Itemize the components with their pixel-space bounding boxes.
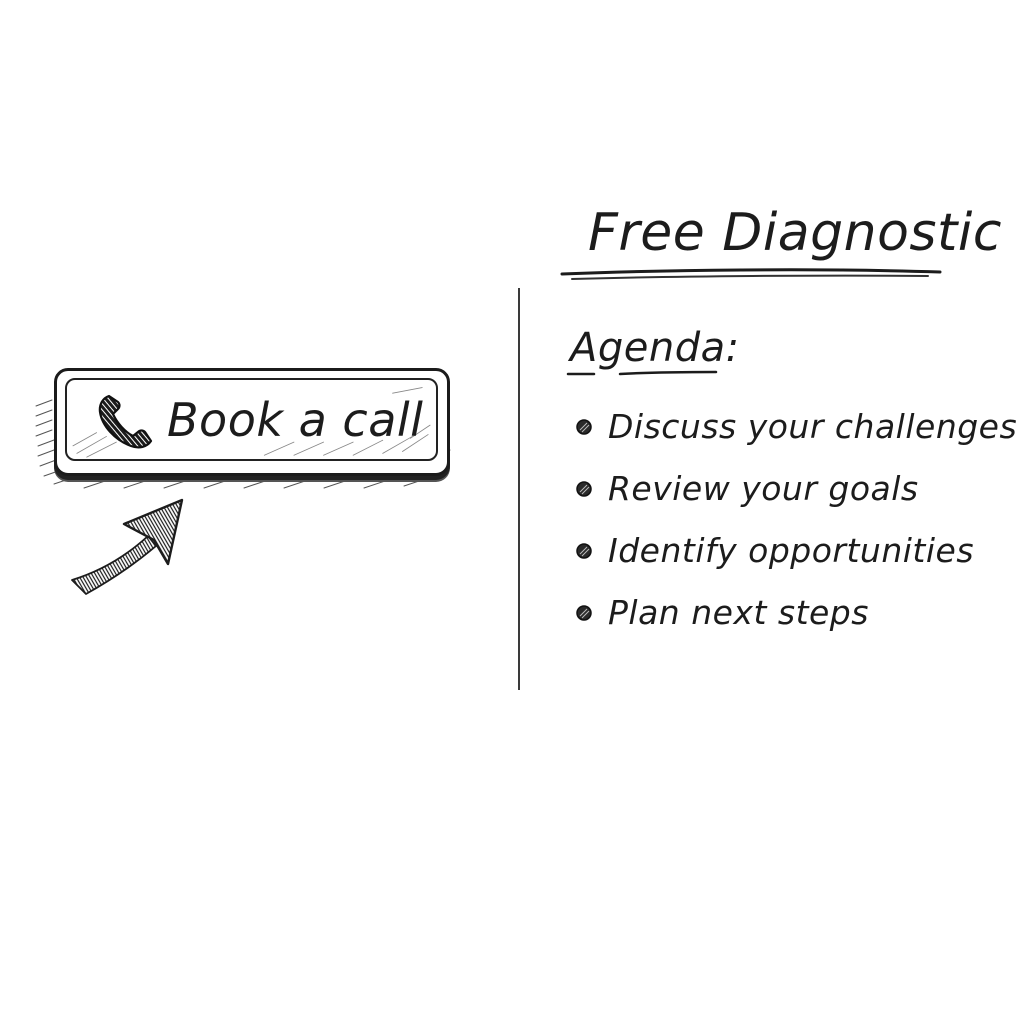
title-underline xyxy=(560,268,942,280)
inner-hatching xyxy=(72,387,431,458)
button-hatching xyxy=(35,399,451,489)
agenda-heading: Agenda: xyxy=(570,325,740,371)
arrow-icon xyxy=(71,498,184,595)
agenda-item: Review your goals xyxy=(574,458,1017,520)
book-a-call-button[interactable]: Book a call xyxy=(54,368,450,476)
vertical-divider xyxy=(518,288,520,690)
button-inner-border: Book a call xyxy=(65,378,438,461)
agenda-underline xyxy=(566,370,718,376)
agenda-item-label: Plan next steps xyxy=(608,593,869,632)
page-title: Free Diagnostic xyxy=(588,203,1002,263)
book-a-call-label: Book a call xyxy=(167,393,424,447)
agenda-item: Identify opportunities xyxy=(574,520,1017,582)
agenda-item-label: Review your goals xyxy=(608,469,919,508)
agenda-item-label: Identify opportunities xyxy=(608,531,975,570)
agenda-list: Discuss your challenges Review your goal… xyxy=(574,396,1017,644)
agenda-item: Discuss your challenges xyxy=(574,396,1017,458)
bullet-icon xyxy=(576,605,592,621)
agenda-item-label: Discuss your challenges xyxy=(608,407,1018,446)
bullet-icon xyxy=(576,543,592,559)
phone-icon xyxy=(98,394,153,449)
bullet-icon xyxy=(576,419,592,435)
agenda-item: Plan next steps xyxy=(574,582,1017,644)
bullet-icon xyxy=(576,481,592,497)
